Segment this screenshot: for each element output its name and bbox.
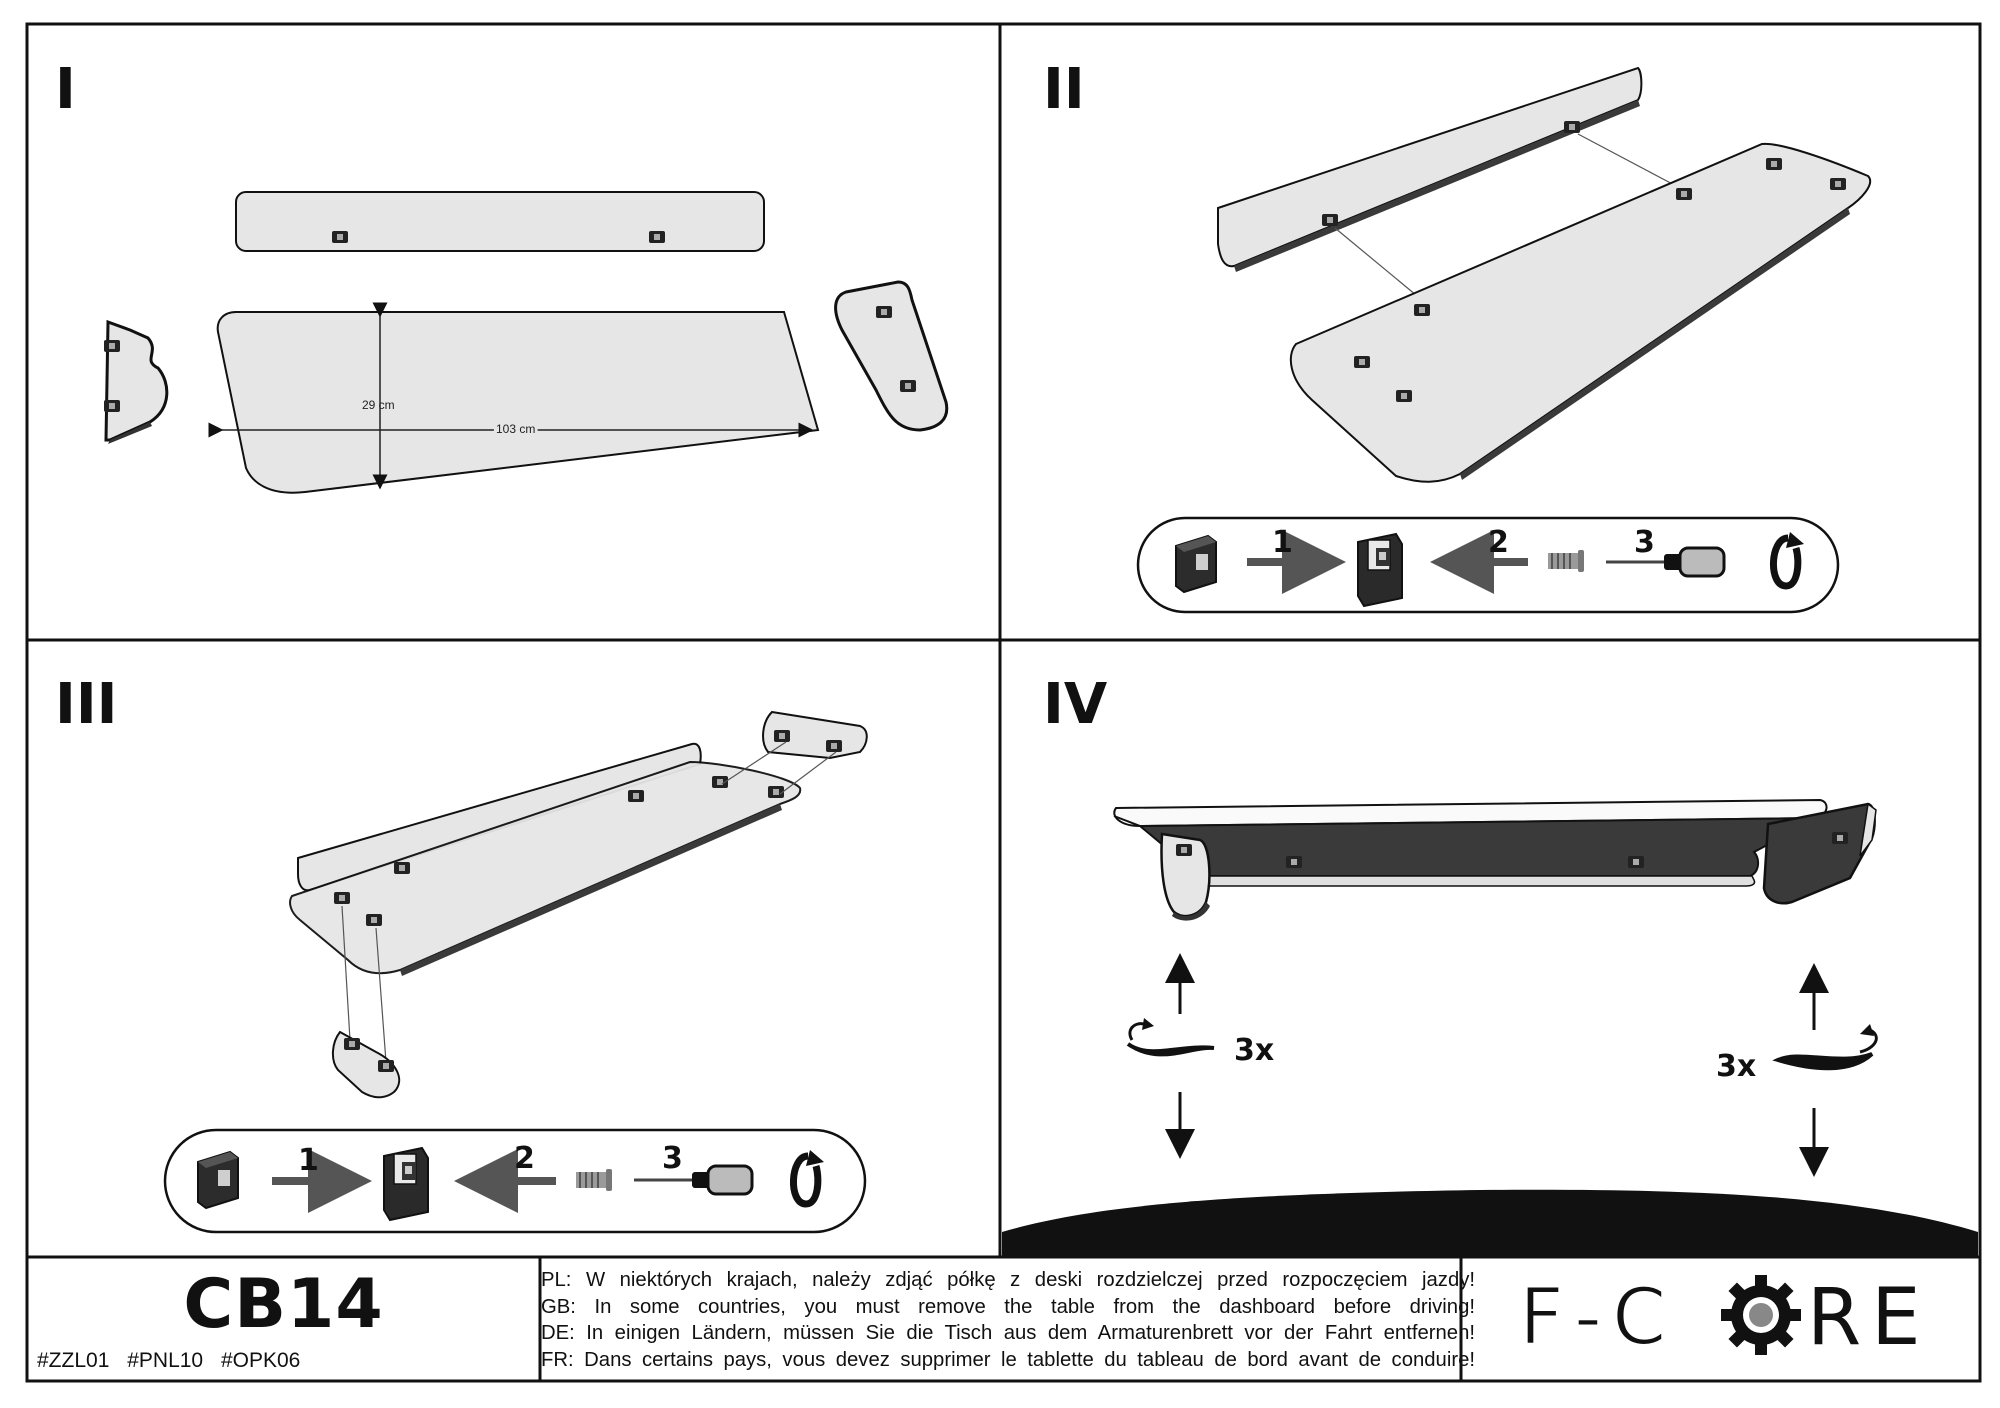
assembled-shelf xyxy=(289,742,802,976)
mounted-bracket-icon xyxy=(1357,533,1403,607)
width-dimension: 103 cm xyxy=(496,422,535,436)
left-mount-bracket xyxy=(1160,832,1211,921)
product-tag: #PNL10 xyxy=(127,1349,204,1372)
mounted-bracket-icon xyxy=(383,1147,429,1221)
left-side-bracket xyxy=(104,319,169,444)
assembly-guide-line xyxy=(341,905,351,1041)
panel-step-1: I 29 cm 103 cm xyxy=(55,57,949,494)
warning-de: DE: In einigen Ländern, müssen Sie die T… xyxy=(541,1322,1475,1344)
sequence-number: 2 xyxy=(514,1141,535,1176)
depth-dimension: 29 cm xyxy=(362,398,395,412)
dashboard-surface xyxy=(1002,1189,1978,1257)
warning-gb: GB: In some countries, you must remove t… xyxy=(541,1295,1475,1318)
product-tag: #ZZL01 xyxy=(37,1349,110,1372)
sequence-number: 3 xyxy=(1634,525,1655,560)
assembly-guide-line xyxy=(779,751,837,795)
screw-icon xyxy=(575,1168,613,1192)
right-side-bracket xyxy=(834,280,949,432)
right-side-bracket-detached xyxy=(762,710,868,760)
warning-fr: FR: Dans certains pays, vous devez suppr… xyxy=(541,1348,1475,1371)
panel-step-4: IV 3x xyxy=(1002,672,1978,1257)
step-2-label: II xyxy=(1043,57,1085,122)
sequence-number: 2 xyxy=(1488,525,1509,560)
gear-icon xyxy=(1721,1275,1801,1355)
warning-pl: PL: W niektórych krajach, należy zdjąć p… xyxy=(541,1269,1475,1291)
step-4-label: IV xyxy=(1043,672,1108,737)
sequence-number: 3 xyxy=(662,1141,683,1176)
screw-icon xyxy=(1547,549,1585,573)
product-tags: #ZZL01 #PNL10 #OPK06 xyxy=(37,1349,312,1373)
turns-count: 3x xyxy=(1716,1049,1756,1084)
twist-left-icon xyxy=(1126,1018,1215,1057)
back-board xyxy=(235,191,765,252)
sequence-number: 1 xyxy=(298,1143,319,1178)
twist-right-icon xyxy=(1772,1024,1878,1071)
main-shelf-perspective xyxy=(1289,142,1871,483)
panel-step-2: II 1 2 3 xyxy=(1043,57,1871,614)
brand-text-left: F-C xyxy=(1519,1273,1676,1363)
brand-logo: F-C RE xyxy=(1518,1272,1930,1364)
brand-text-right: RE xyxy=(1807,1273,1930,1363)
bracket-icon xyxy=(1175,535,1217,593)
sequence-number: 1 xyxy=(1272,525,1293,560)
footer: CB14 #ZZL01 #PNL10 #OPK06 PL: W niektóry… xyxy=(27,1257,1980,1381)
main-shelf: 29 cm 103 cm xyxy=(208,302,820,494)
model-code: CB14 xyxy=(183,1265,384,1344)
model-box: CB14 #ZZL01 #PNL10 #OPK06 xyxy=(27,1257,540,1381)
bracket-icon xyxy=(197,1151,239,1209)
product-tag: #OPK06 xyxy=(220,1349,301,1372)
assembly-guide-line xyxy=(375,927,387,1063)
assembly-guide-line xyxy=(1334,227,1423,301)
step-3-label: III xyxy=(55,672,118,737)
panel-step-3: III 1 xyxy=(55,672,868,1234)
assembly-sequence-step-2: 1 2 3 xyxy=(1136,516,1840,614)
assembly-guide-line xyxy=(1577,133,1681,189)
turns-count: 3x xyxy=(1234,1033,1274,1068)
assembly-sequence-step-3: 1 2 3 xyxy=(163,1128,867,1234)
assembly-guide-line xyxy=(721,741,787,785)
sheet-border xyxy=(25,22,1982,1383)
installed-shelf xyxy=(1113,798,1828,887)
right-mount-bracket xyxy=(1762,802,1877,905)
driving-warnings: PL: W niektórych krajach, należy zdjąć p… xyxy=(541,1267,1475,1373)
step-1-label: I xyxy=(55,57,76,122)
left-side-bracket-detached xyxy=(332,1030,401,1099)
